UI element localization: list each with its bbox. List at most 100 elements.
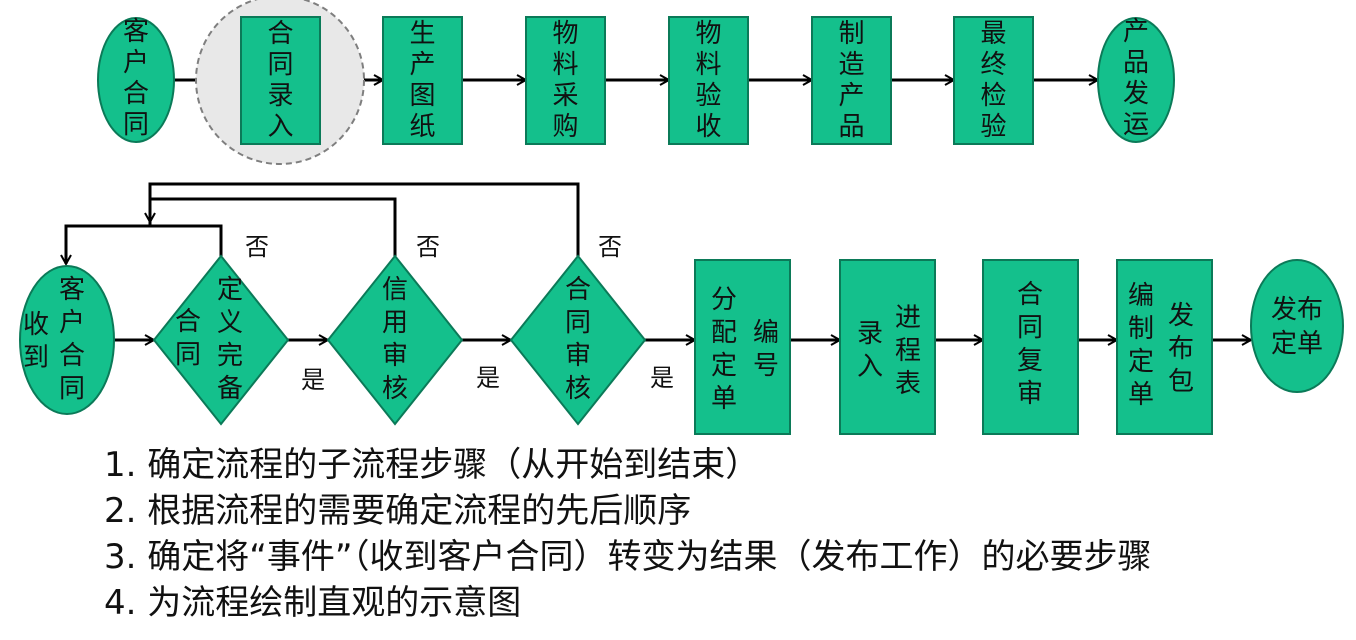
node-label-char: 入 (267, 112, 293, 142)
yes-label: 是 (476, 364, 500, 392)
yes-label: 是 (650, 364, 674, 392)
node-label-char: 纸 (409, 112, 435, 142)
node-label-char: 到 (23, 343, 49, 373)
node-label-char: 用 (382, 308, 408, 338)
node-label-char: 备 (217, 374, 243, 404)
node-shape (152, 254, 290, 426)
node-label-char: 单 (1128, 380, 1154, 410)
node-label-char: 运 (1123, 110, 1149, 140)
node-label-char: 同 (565, 308, 591, 338)
bottom-start-receive-contract: 收到客户合同 (19, 265, 115, 415)
node-label-char: 审 (1017, 379, 1043, 409)
nodes: 客户合同合同录入生产图纸物料采购物料验收制造产品最终检验产品发运收到客户合同合同… (19, 0, 1344, 435)
node-label-char: 复 (1017, 346, 1043, 376)
node-label-char: 同 (1017, 313, 1043, 343)
node-label-char: 产 (409, 50, 435, 80)
node-label-char: 户 (123, 48, 149, 78)
feedback-no-contract-review (150, 182, 580, 256)
feedback-no-contract-complete (66, 224, 223, 264)
node-label-char: 料 (552, 50, 578, 80)
node-shape (326, 254, 464, 426)
no-label: 否 (598, 233, 622, 261)
node-label-char: 入 (857, 352, 883, 382)
node-label-char: 客 (59, 275, 85, 305)
node-label-char: 包 (1168, 367, 1194, 397)
node-label-char: 制 (838, 19, 864, 49)
node-label-char: 录 (267, 81, 293, 111)
node-label-char: 产 (838, 81, 864, 111)
node-label-char: 义 (217, 308, 243, 338)
note-item-4: 4. 为流程绘制直观的示意图 (104, 583, 522, 623)
node-label-char: 合 (267, 19, 293, 49)
node-label-char: 核 (382, 374, 408, 404)
node-label-char: 编 (1128, 281, 1154, 311)
node-label-char: 单 (711, 384, 737, 414)
node-label-char: 编 (753, 318, 779, 348)
node-label-char: 程 (895, 336, 921, 366)
node-label-char: 审 (382, 341, 408, 371)
node-shape (839, 259, 936, 435)
node-label-char: 造 (838, 50, 864, 80)
flowchart-canvas: 客户合同合同录入生产图纸物料采购物料验收制造产品最终检验产品发运收到客户合同合同… (19, 0, 1344, 435)
node-label-char: 定 (1128, 347, 1154, 377)
node-label-char: 发 (1168, 301, 1194, 331)
node-shape (811, 16, 892, 145)
node-label-char: 户 (59, 308, 85, 338)
node-label-char: 收 (695, 112, 721, 142)
node-label-char: 物 (695, 19, 721, 49)
node-shape (694, 259, 791, 435)
node-label-char: 合 (175, 307, 201, 337)
node-label-char: 料 (695, 50, 721, 80)
node-shape (1097, 17, 1175, 143)
node-shape (982, 259, 1079, 435)
node-shape (525, 16, 606, 145)
node-label-char: 采 (552, 81, 578, 111)
no-label: 否 (416, 233, 440, 261)
yes-label: 是 (301, 366, 325, 394)
node-label-char: 号 (753, 351, 779, 381)
node-label-char: 同 (123, 110, 149, 140)
notes-list: 1. 确定流程的子流程步骤（从开始到结束） 2. 根据流程的需要确定流程的先后顺… (104, 442, 1151, 626)
node-label-char: 合 (1017, 280, 1043, 310)
node-label-char: 最 (980, 19, 1006, 49)
node-label-char: 验 (980, 112, 1006, 142)
node-label-char: 产 (1123, 17, 1149, 47)
node-label-char: 配 (711, 318, 737, 348)
node-label-char: 同 (267, 50, 293, 80)
node-label-char: 录 (857, 319, 883, 349)
node-label-char: 合 (565, 275, 591, 305)
node-label-char: 同 (59, 374, 85, 404)
node-label-char: 验 (695, 81, 721, 111)
node-label-char: 同 (175, 340, 201, 370)
node-shape (953, 16, 1034, 145)
connectors (66, 80, 1251, 340)
node-label-char: 完 (217, 341, 243, 371)
node-label-char: 表 (895, 369, 921, 399)
node-label-char: 购 (552, 112, 578, 142)
top-start-customer-contract: 客户合同 (97, 17, 175, 143)
node-label-char: 布 (1168, 334, 1194, 364)
no-label: 否 (245, 233, 269, 261)
node-label-text: 发布 (1271, 295, 1323, 325)
edge-labels: 是 是 是 否 否 否 (245, 233, 674, 394)
node-label-char: 信 (382, 275, 408, 305)
node-shape (668, 16, 749, 145)
node-label-char: 品 (1123, 48, 1149, 78)
node-shape (1250, 259, 1344, 393)
node-label-text: 定单 (1271, 329, 1323, 359)
node-label-char: 检 (980, 81, 1006, 111)
note-item-3: 3. 确定将“事件”（收到客户合同）转变为结果（发布工作）的必要步骤 (104, 537, 1152, 577)
node-label-char: 合 (59, 341, 85, 371)
